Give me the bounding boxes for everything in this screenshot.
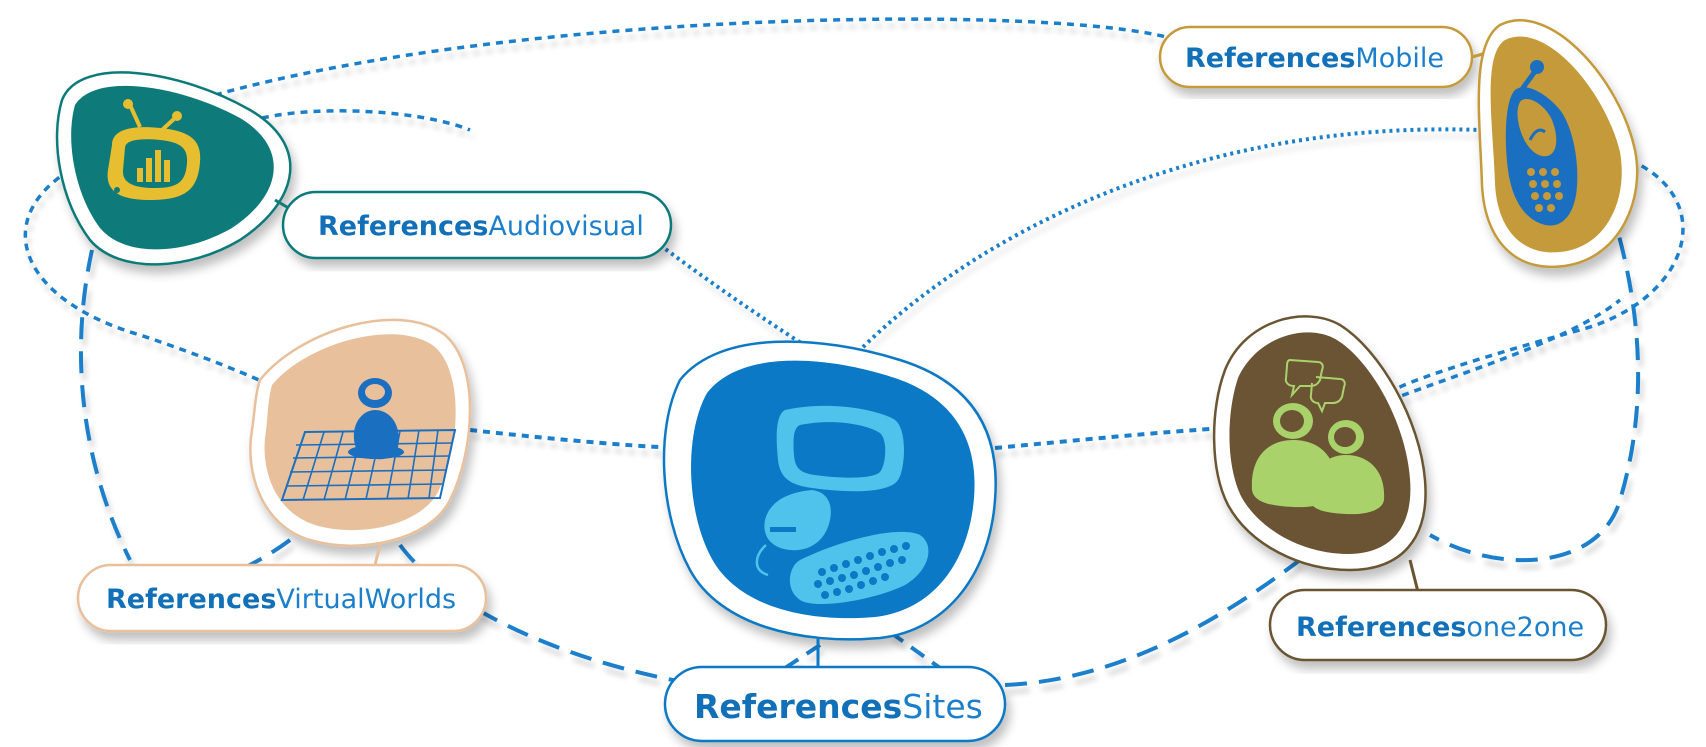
connector-sites-under-right [888, 630, 942, 670]
connector-sites-mobile [856, 127, 1481, 354]
sites-label-light: Sites [902, 687, 983, 726]
label-mobile[interactable]: ReferencesMobile [1158, 25, 1474, 89]
mobile-phone-icon [1505, 60, 1578, 226]
connector-mobile-right-down [1429, 204, 1641, 562]
mobile-label-bold: References [1185, 43, 1355, 74]
one2one-label-text: Referencesone2one [1296, 612, 1584, 643]
connector-sites-one2one-bottom [1004, 558, 1302, 687]
sites-label-bold: References [694, 687, 902, 726]
node-audiovisual[interactable] [55, 71, 292, 266]
connector-sites-under-left [783, 643, 822, 670]
one2one-label-pill [1268, 588, 1608, 662]
audiovisual-label-text: ReferencesAudiovisual [318, 211, 644, 242]
label-sites[interactable]: ReferencesSites [663, 665, 1007, 743]
label-one2one[interactable]: Referencesone2one [1268, 588, 1608, 662]
connector-audiovisual-down [78, 249, 132, 561]
one2one-label-connector [1408, 559, 1420, 593]
connector-audiovisual-leftloop [23, 168, 286, 394]
node-sites[interactable] [662, 340, 997, 641]
audiovisual-label-light: Audiovisual [488, 211, 643, 242]
connector-virtualworlds-sites [469, 428, 676, 450]
label-audiovisual[interactable]: ReferencesAudiovisual [281, 190, 673, 260]
connector-lines [23, 17, 1685, 687]
node-mobile[interactable] [1477, 19, 1639, 269]
audiovisual-label-bold: References [318, 211, 488, 242]
virtualworlds-label-light: VirtualWorlds [276, 584, 456, 615]
virtualworlds-label-connector [373, 544, 382, 566]
computer-icon [755, 405, 929, 605]
sites-label-text: ReferencesSites [694, 687, 983, 726]
connector-mobile-rightloop [1387, 158, 1685, 397]
label-virtualworlds[interactable]: ReferencesVirtualWorlds [76, 563, 488, 633]
connector-audiovisual-mobile-top [214, 17, 1171, 97]
connector-audiovisual-mobile-inner [261, 109, 471, 132]
virtualworlds-label-bold: References [106, 584, 276, 615]
chat-users-icon [1251, 358, 1385, 515]
virtualworlds-label-text: ReferencesVirtualWorlds [106, 584, 456, 615]
sites-label-pill [663, 665, 1007, 743]
connector-sites-one2one [994, 426, 1226, 450]
one2one-label-bold: References [1296, 612, 1466, 643]
tv-icon [107, 99, 201, 200]
node-virtualworlds[interactable] [249, 318, 472, 547]
connector-virtualworlds-sites-bottom [398, 543, 701, 687]
one2one-label-light: one2one [1466, 612, 1584, 643]
mobile-label-light: Mobile [1355, 43, 1444, 74]
node-one2one[interactable] [1212, 315, 1427, 572]
audiovisual-label-pill [281, 190, 673, 260]
mobile-label-text: ReferencesMobile [1185, 43, 1444, 74]
connector-one2one-right [1389, 298, 1622, 402]
virtualworlds-label-pill [76, 563, 488, 633]
virtual-world-avatar-icon [280, 378, 457, 502]
connector-audiovisual-sites [658, 243, 822, 357]
